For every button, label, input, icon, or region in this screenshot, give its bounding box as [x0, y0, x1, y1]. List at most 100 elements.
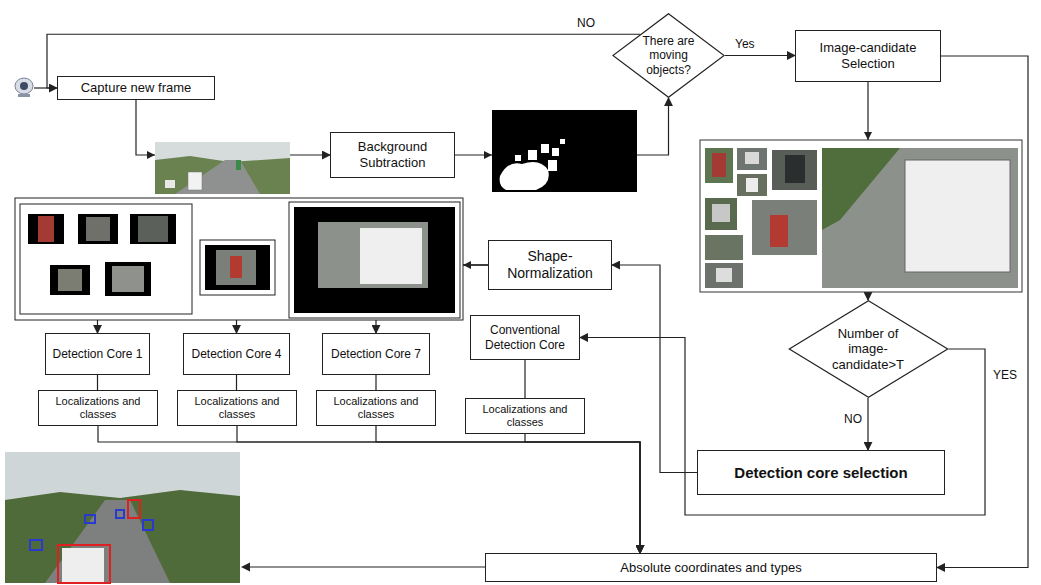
arrow-head [864, 132, 872, 140]
node-label: Detection Core 4 [191, 347, 281, 361]
output-box: Localizations and classes [316, 390, 436, 426]
node-label: Localizations and classes [321, 395, 431, 421]
node-label: Number of image-candidate>T [823, 326, 914, 373]
group-frame [289, 202, 460, 318]
text-block: Localizations and classes [43, 395, 153, 421]
normalized-crop [105, 262, 151, 296]
group-frame [20, 204, 192, 314]
panel-frame [15, 198, 463, 320]
process-box: Detection Core 7 [322, 333, 430, 375]
text-block: Localizations and classes [470, 403, 580, 429]
candidate-crop [705, 198, 737, 230]
diamond-shape [789, 301, 947, 397]
normalized-image [318, 222, 428, 288]
detection-box [30, 540, 42, 550]
mask-blob [528, 150, 537, 160]
output-box: Localizations and classes [177, 390, 297, 426]
node-label: Absolute coordinates and types [620, 560, 801, 576]
flow-connector [524, 360, 525, 398]
decision-diamond: There are moving objects? [612, 13, 725, 98]
candidate-vehicle [785, 155, 805, 183]
flow-connector [375, 375, 376, 390]
process-box: Detection core selection [697, 450, 945, 495]
node-label: Image-candidate Selection [800, 40, 936, 71]
normalized-image [216, 250, 256, 285]
input-frame-photo [155, 142, 290, 194]
text-block: Image-candidate Selection [800, 40, 936, 71]
flow-connector [937, 56, 1028, 568]
flow-connector [580, 338, 985, 516]
branch-label: Yes [733, 37, 757, 51]
detection-box [128, 500, 140, 518]
normalized-crop [50, 265, 90, 295]
text-block: Shape-Normalization [493, 248, 607, 282]
arrow-head [241, 563, 250, 572]
photo-car [165, 180, 175, 188]
process-box: Shape-Normalization [488, 240, 612, 290]
normalized-vehicle [138, 216, 168, 242]
normalized-vehicle [58, 269, 82, 291]
normalized-vehicle [230, 256, 242, 278]
camera-body [15, 78, 33, 94]
branch-label: NO [842, 412, 864, 426]
process-box: Conventional Detection Core [470, 315, 580, 360]
flow-connector [867, 398, 868, 450]
candidate-crop [737, 174, 767, 196]
photo-trees [155, 156, 290, 194]
output-box: Localizations and classes [465, 398, 585, 434]
node-label: Capture new frame [81, 80, 192, 96]
node-label: Detection Core 7 [331, 347, 421, 361]
output-frame-photo [5, 452, 485, 583]
candidate-truck [905, 160, 1010, 272]
camera-icon [15, 78, 50, 97]
branch-label: YES [991, 368, 1019, 382]
normalized-crop [294, 207, 455, 313]
detection-box [143, 520, 153, 530]
normalized-crop [28, 214, 64, 244]
text-block: Localizations and classes [182, 395, 292, 421]
arrow-head [463, 261, 471, 269]
node-label: Localizations and classes [182, 395, 292, 421]
candidate-crop [737, 148, 767, 170]
normalized-vehicle [112, 266, 144, 292]
candidate-vehicle [712, 204, 730, 222]
photo-truck [188, 172, 202, 190]
candidate-crop [772, 150, 817, 190]
photo-sky [5, 452, 240, 583]
flow-connector [237, 426, 640, 553]
process-box: Background Subtraction [330, 132, 455, 178]
flow-connector [376, 426, 640, 553]
arrow-head [484, 151, 492, 159]
normalized-panels [15, 198, 463, 320]
candidate-crop [705, 148, 733, 183]
text-block: Detection Core 7 [331, 347, 421, 361]
process-box: Detection Core 4 [183, 333, 290, 375]
text-block: Detection Core 4 [191, 347, 281, 361]
camera-stand [18, 94, 30, 97]
candidate-crop [705, 263, 743, 288]
output-line [248, 566, 485, 567]
node-label: Localizations and classes [43, 395, 153, 421]
process-box: Detection Core 1 [45, 333, 150, 375]
candidate-panel [700, 140, 1022, 292]
normalized-vehicle [38, 216, 54, 242]
mask-blob [500, 162, 549, 190]
candidate-large [822, 148, 1018, 288]
normalized-truck [360, 228, 422, 284]
flow-connector [236, 375, 237, 390]
detection-box [58, 545, 110, 583]
text-block: Detection Core 1 [52, 347, 142, 361]
normalized-crop [205, 245, 270, 290]
photo-road [45, 500, 170, 583]
text-block: Localizations and classes [321, 395, 431, 421]
candidate-trees [822, 148, 900, 230]
photo-sign [236, 160, 241, 170]
flow-connector [97, 375, 98, 390]
text-block: Detection core selection [734, 464, 907, 482]
text-block: Capture new frame [81, 80, 192, 96]
node-label: There are moving objects? [637, 34, 700, 77]
normalized-crop [78, 214, 118, 244]
node-label: Shape-Normalization [493, 248, 607, 282]
panel-frame [700, 140, 1022, 292]
